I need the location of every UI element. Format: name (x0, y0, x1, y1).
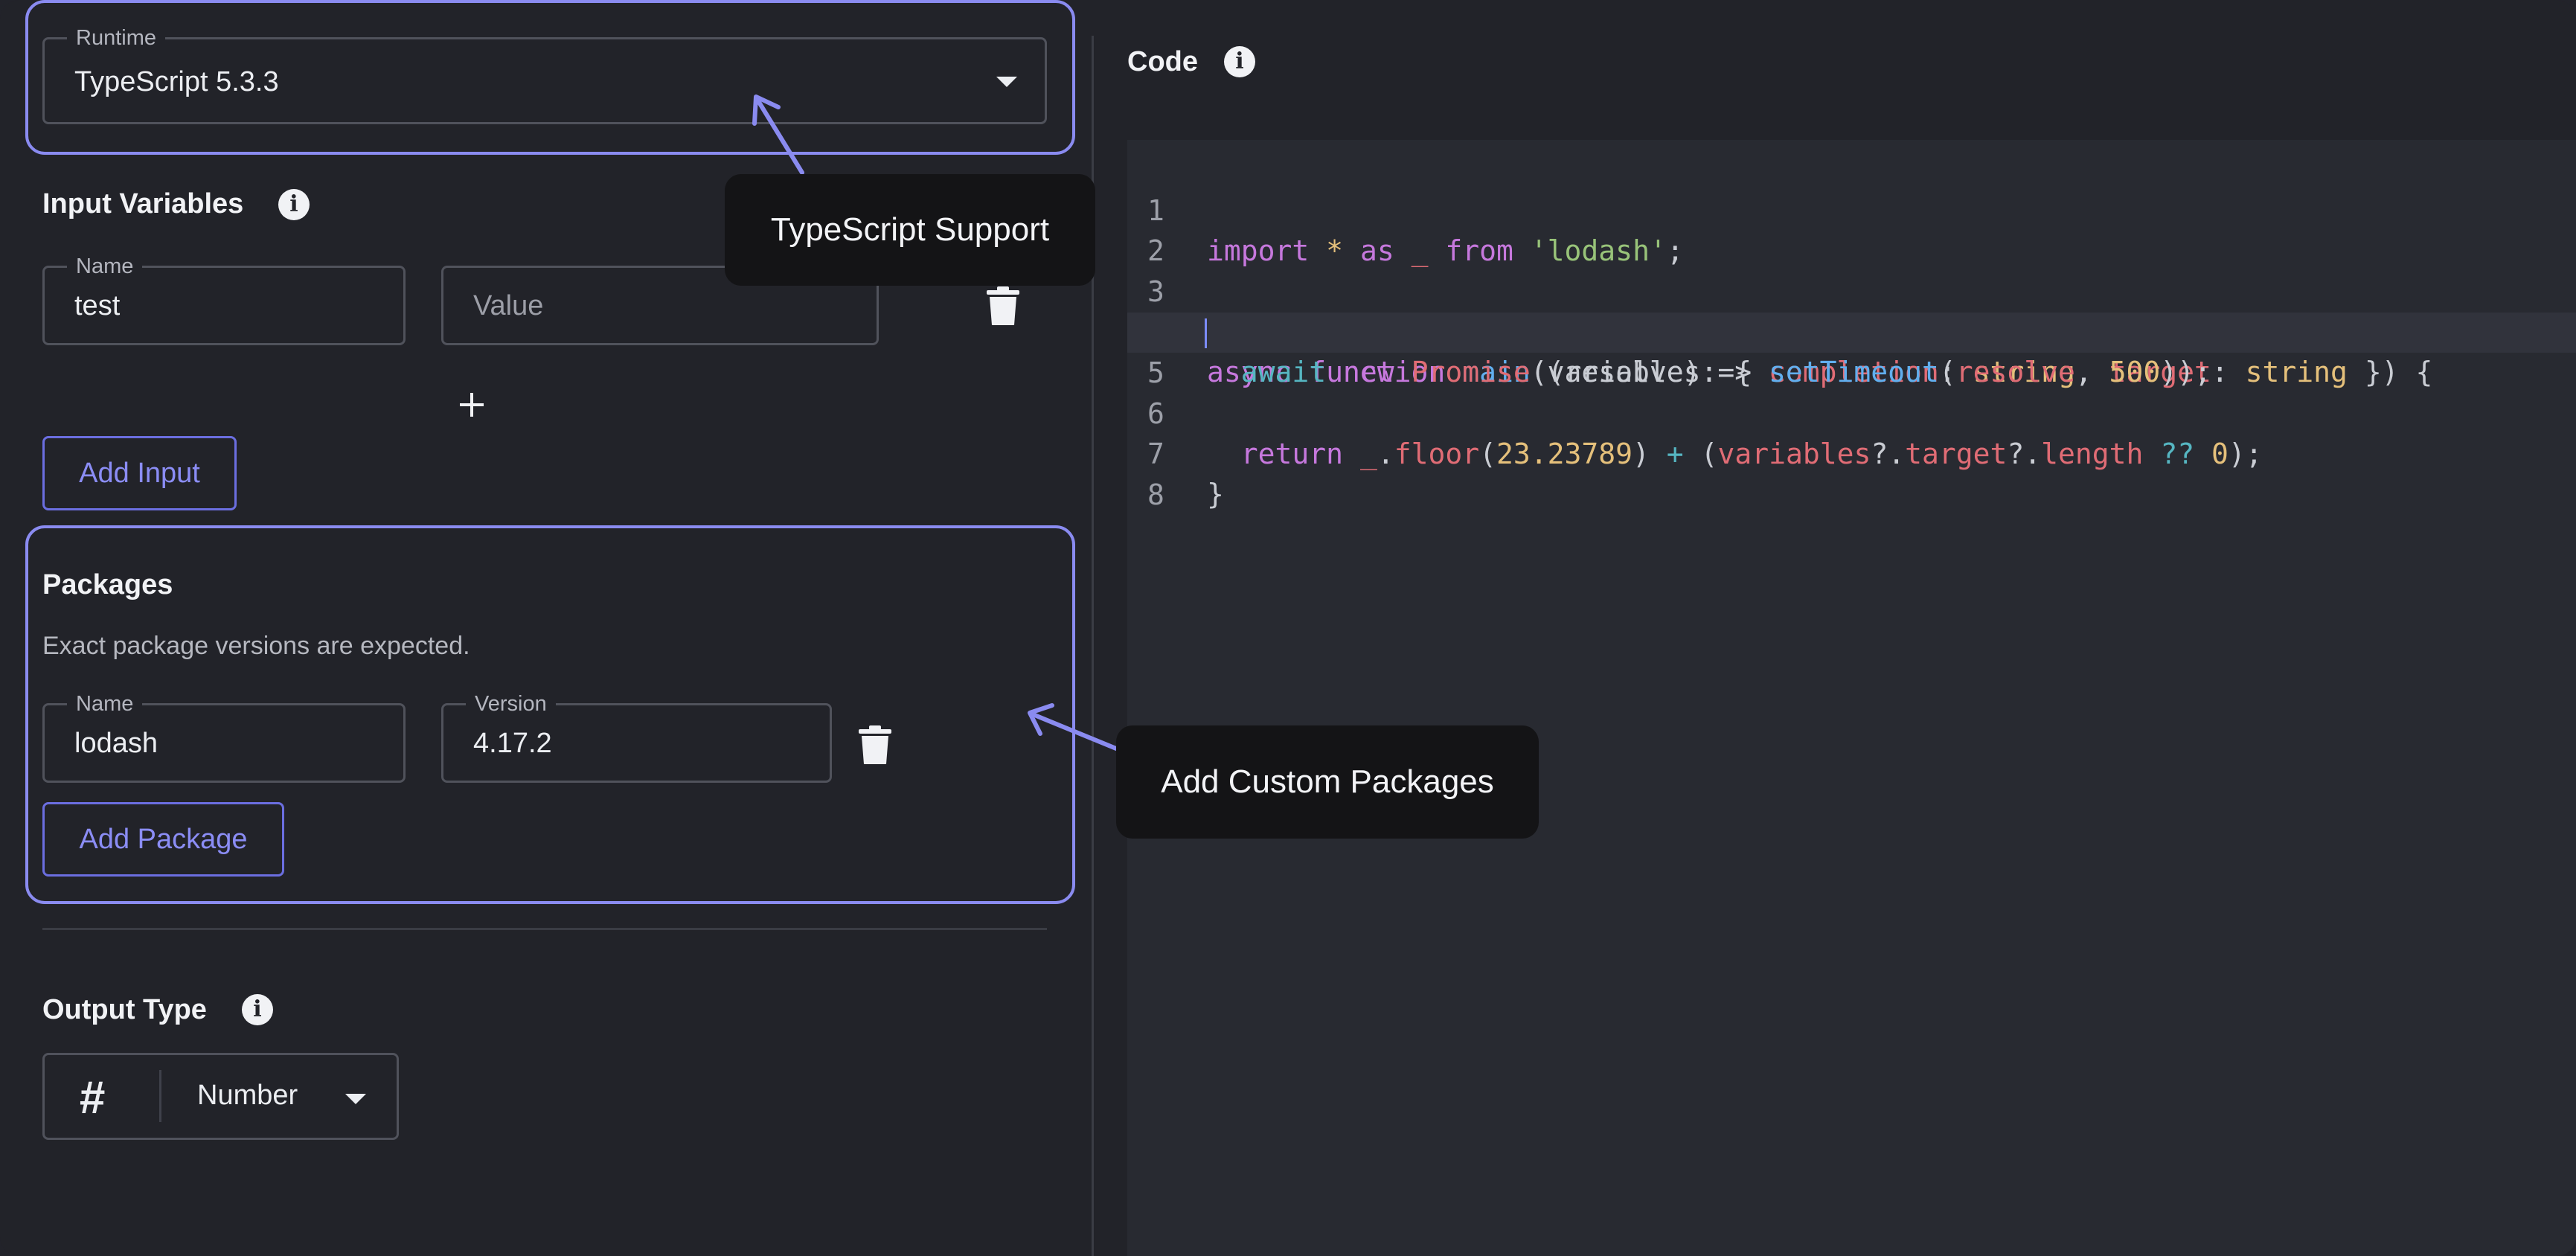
runtime-label: Runtime (67, 23, 165, 53)
trash-icon[interactable] (987, 286, 1019, 327)
runtime-select[interactable]: Runtime TypeScript 5.3.3 (42, 23, 1047, 124)
code-line: 7 } (1127, 394, 2576, 510)
trash-icon[interactable] (859, 725, 891, 766)
input-value-field[interactable]: Value (441, 266, 879, 345)
input-name-field[interactable]: Name test (42, 251, 406, 345)
package-version-label: Version (466, 689, 556, 719)
code-title: Code (1127, 46, 1198, 77)
runtime-highlight (25, 0, 1075, 155)
code-line: 2 (1127, 190, 2576, 267)
input-name-value: test (74, 290, 121, 321)
code-line: 1 import * as _ from 'lodash'; (1127, 150, 2576, 267)
packages-tooltip: Add Custom Packages (1116, 725, 1539, 839)
output-type-title: Output Type (42, 994, 207, 1025)
line-number: 2 (1147, 234, 1164, 267)
section-divider (42, 928, 1047, 930)
input-name-label: Name (67, 251, 143, 281)
chevron-down-icon (996, 77, 1017, 87)
number-type-icon: # (79, 1072, 105, 1124)
line-number: 1 (1147, 194, 1164, 227)
pointer-arrow-icon (752, 94, 804, 175)
panel-divider (1092, 36, 1094, 1256)
input-variables-title: Input Variables (42, 188, 244, 220)
code-line: 4 await new Promise((resolve) => setTime… (1127, 272, 2576, 388)
code-line-active: 5 (1127, 313, 2576, 389)
line-number: 6 (1147, 397, 1164, 430)
packages-title: Packages (42, 569, 173, 600)
input-value-placeholder: Value (473, 290, 544, 321)
add-input-button[interactable]: Add Input (42, 436, 237, 510)
add-package-button[interactable]: Add Package (42, 802, 284, 877)
code-editor[interactable]: 1 import * as _ from 'lodash'; 2 3 ⌄ asy… (1127, 140, 2576, 1256)
info-icon[interactable]: i (278, 189, 310, 220)
settings-panel: Runtime TypeScript 5.3.3 Input Variables… (0, 0, 1092, 1256)
code-line: 3 ⌄ async function main(variables: { com… (1127, 231, 2576, 388)
line-number: 8 (1147, 478, 1164, 511)
line-number: 5 (1147, 356, 1164, 389)
plus-icon[interactable] (458, 391, 485, 418)
output-type-value: Number (197, 1080, 298, 1111)
pointer-arrow-icon (1028, 703, 1118, 751)
info-icon[interactable]: i (1224, 46, 1255, 77)
packages-highlight (25, 525, 1075, 904)
code-line: 8 (1127, 435, 2576, 511)
package-name-value: lodash (74, 728, 158, 759)
output-type-select[interactable]: # Number (42, 1053, 399, 1140)
packages-description: Exact package versions are expected. (42, 632, 470, 660)
text-cursor (1205, 318, 1207, 348)
line-number: 7 (1147, 438, 1164, 470)
code-line: 6 return _.floor(23.23789) + (variables?… (1127, 353, 2576, 470)
package-version-field[interactable]: Version 4.17.2 (441, 689, 832, 783)
runtime-value: TypeScript 5.3.3 (74, 66, 279, 97)
line-number: 3 (1147, 275, 1164, 308)
select-divider (159, 1070, 161, 1122)
typescript-tooltip: TypeScript Support (725, 174, 1095, 286)
package-name-label: Name (67, 689, 143, 719)
chevron-down-icon (345, 1094, 366, 1104)
info-icon[interactable]: i (242, 994, 273, 1025)
package-name-field[interactable]: Name lodash (42, 689, 406, 783)
package-version-value: 4.17.2 (473, 728, 552, 759)
